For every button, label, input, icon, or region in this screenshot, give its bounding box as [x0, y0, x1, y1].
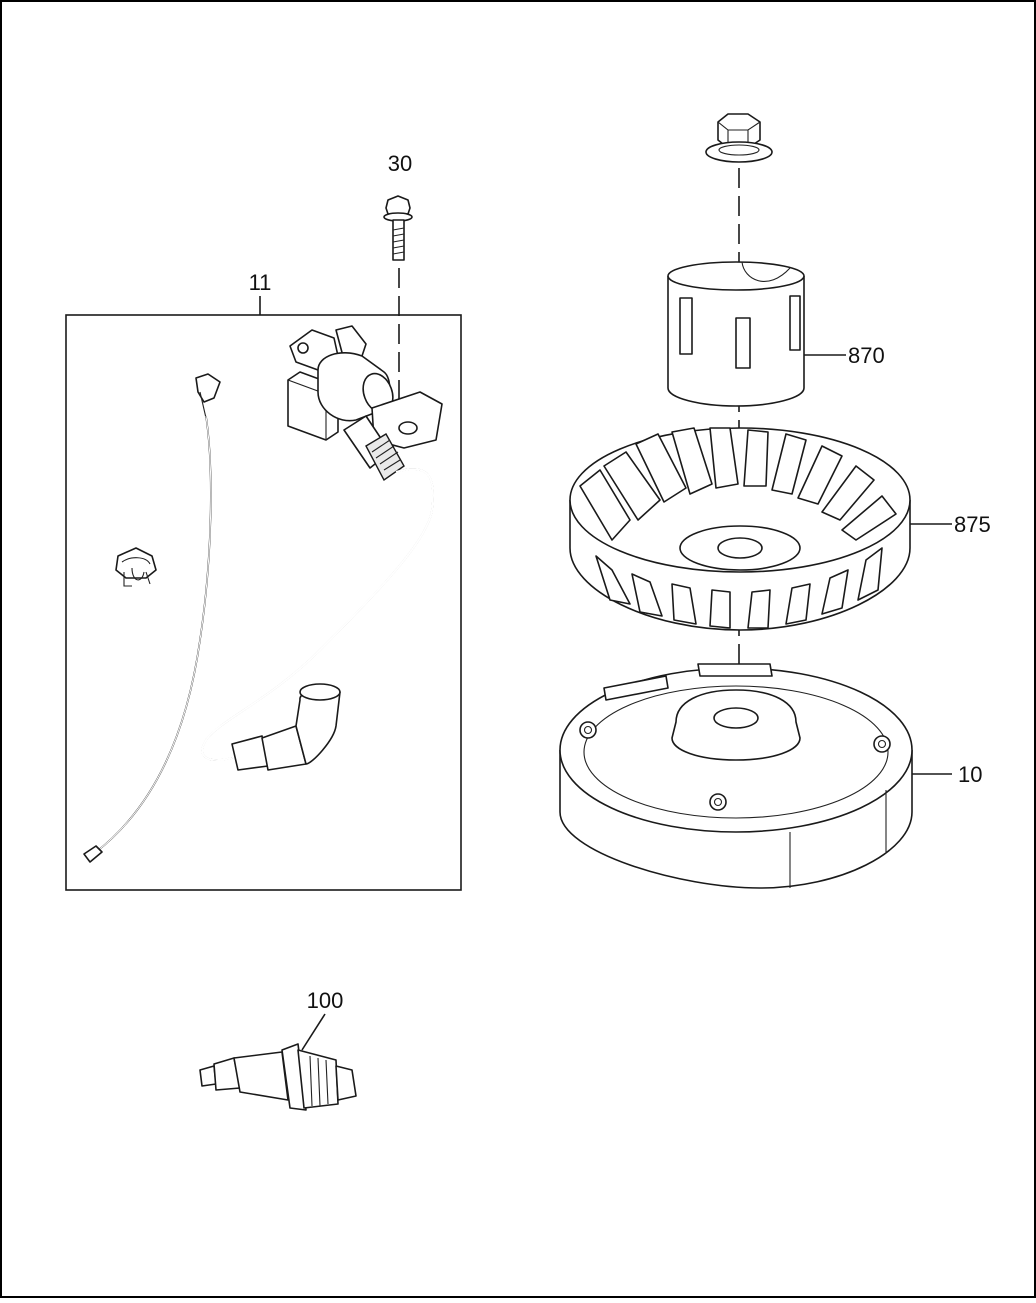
ignition-armature[interactable]	[202, 326, 442, 770]
armature-bolt-hole	[399, 422, 417, 434]
armature-hole-top	[298, 343, 308, 353]
callout-label-100: 100	[307, 988, 344, 1013]
bolt-head	[386, 196, 410, 214]
callout-leader-100	[302, 1014, 325, 1050]
flywheel-hole-2	[710, 794, 726, 810]
ground-wire[interactable]	[84, 374, 220, 862]
plug-insulator	[234, 1052, 288, 1100]
spark-plug[interactable]: 100	[200, 988, 356, 1110]
callout-label-870: 870	[848, 343, 885, 368]
plug-electrode	[336, 1066, 356, 1100]
flywheel-hole-3	[874, 736, 890, 752]
flywheel-hole-1	[580, 722, 596, 738]
ground-wire-terminal	[196, 374, 220, 402]
plug-boot-opening	[300, 684, 340, 700]
callout-label-10: 10	[958, 762, 982, 787]
cup-slot-2	[736, 318, 750, 368]
flywheel-bore	[714, 708, 758, 728]
flywheel[interactable]: 10	[560, 664, 982, 888]
callout-label-875: 875	[954, 512, 991, 537]
fan-hub-bore	[718, 538, 762, 558]
starter-cup[interactable]: 870	[668, 262, 885, 406]
callout-label-30: 30	[388, 151, 412, 176]
flywheel-magnet-2	[698, 664, 772, 676]
blower-fan[interactable]: 875	[570, 428, 991, 630]
starter-cup-rim	[668, 262, 804, 290]
callout-label-11: 11	[249, 270, 272, 295]
cup-slot-1	[680, 298, 692, 354]
wire-clip[interactable]	[116, 548, 156, 586]
armature-kit-box: 11	[66, 270, 461, 890]
ground-wire-end	[84, 846, 102, 862]
cup-slot-3	[790, 296, 800, 350]
